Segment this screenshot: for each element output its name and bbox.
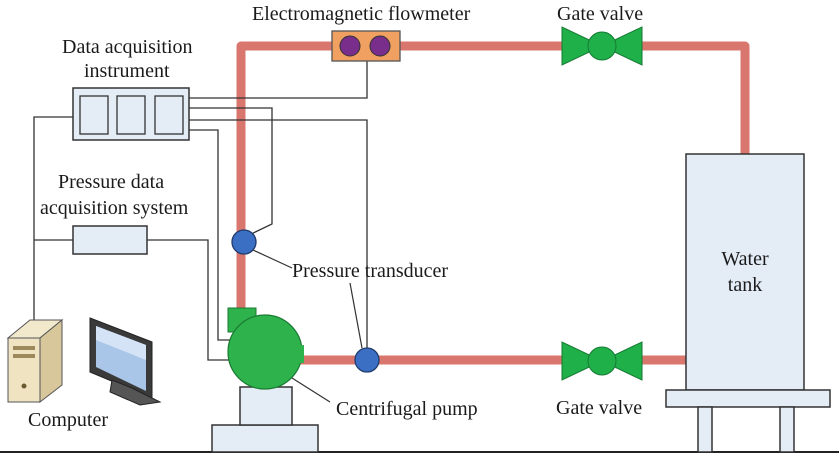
data-acquisition-instrument [72,87,190,141]
pressure-daq-box [72,225,148,255]
leader-pump [291,377,331,403]
flowmeter-label: Electromagnetic flowmeter [252,3,471,25]
leader-transducer-top [252,249,293,269]
computer-label: Computer [28,409,108,431]
centrifugal-pump-label: Centrifugal pump [336,398,478,420]
gate-valve-top-label: Gate valve [557,3,644,25]
pressure-daq-label-line2: acquisition system [40,197,189,219]
water-tank-icon [665,153,831,453]
pressure-transducer-top-icon [231,229,257,255]
gate-valve-bottom-icon [561,341,643,381]
pressure-daq-label-line1: Pressure data [58,171,165,193]
pressure-transducer-bottom-icon [354,347,380,373]
flowmeter-icon [331,30,401,62]
gate-valve-bottom-label: Gate valve [556,397,643,419]
wire-flowmeter [189,58,368,99]
wire-transducer-top [189,107,273,237]
computer-monitor-icon [89,317,162,406]
pipeline [236,41,750,365]
wire-transducer-bottom [189,119,368,350]
signal-wires [33,58,368,361]
pressure-transducer-label: Pressure transducer [292,260,449,282]
pipe-top-loop [236,41,750,315]
wire-pump-a [189,129,236,341]
centrifugal-pump-icon [211,307,319,453]
leader-transducer-bottom [349,282,363,349]
gate-valve-top-icon [561,26,643,66]
daq-label-line2: instrument [84,60,170,82]
wire-computer [33,116,76,320]
daq-label-line1: Data acquisition [62,36,193,58]
water-tank-label-line1: Water [721,248,769,270]
water-tank-label-line2: tank [727,274,763,296]
computer-tower-icon [6,318,64,404]
